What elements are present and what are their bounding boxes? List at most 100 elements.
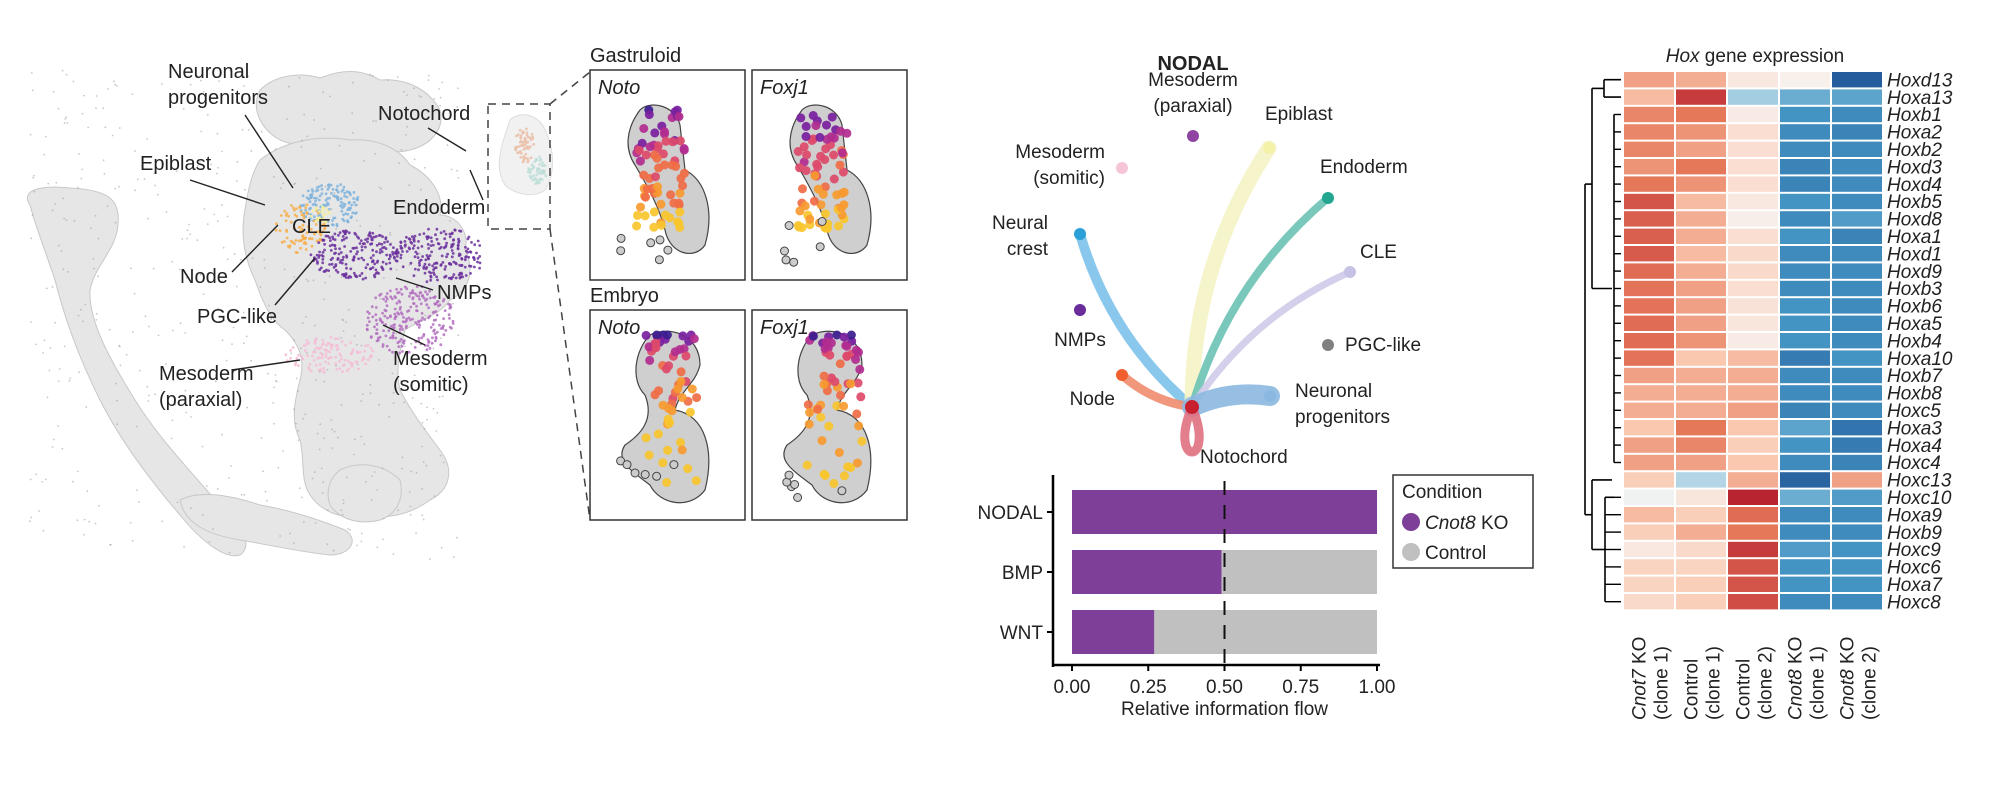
heatmap-cell-Hoxd13-col2 — [1728, 72, 1778, 88]
neuronal-cluster-dot — [331, 188, 335, 191]
umap-cell-dot — [300, 347, 302, 349]
heatmap-cell-Hoxa10-col2 — [1728, 350, 1778, 366]
mesoderm-somitic-cluster-dot — [402, 316, 405, 319]
mesoderm-somitic-cluster-dot — [431, 336, 434, 340]
expression-dot — [652, 330, 662, 340]
epiblast-node-cluster-dot — [298, 205, 301, 209]
umap-cell-dot — [208, 541, 211, 543]
cle-cluster-dot — [381, 246, 384, 250]
umap-cell-dot — [57, 425, 59, 427]
umap-cell-dot — [413, 374, 416, 377]
heatmap-cell-Hoxb7-col2 — [1728, 367, 1778, 384]
expression-dot — [660, 127, 669, 137]
heatmap-cell-Hoxa7-col1 — [1676, 576, 1726, 592]
low-expression-dot — [630, 468, 640, 478]
heatmap-cell-Hoxb9-col2 — [1728, 524, 1778, 540]
cle-cluster-dot — [377, 272, 380, 275]
nmps-cluster-dot — [441, 261, 445, 264]
heatmap-cell-Hoxa1-col3 — [1780, 228, 1830, 244]
expression-dot — [805, 408, 815, 417]
umap-cell-dot — [157, 334, 160, 337]
umap-cell-dot — [217, 307, 220, 310]
nmps-cluster-dot — [403, 240, 407, 243]
nmps-cluster-dot — [409, 261, 413, 265]
umap-cell-dot — [235, 285, 238, 288]
cle-cluster-dot — [360, 245, 364, 249]
umap-cell-dot — [279, 535, 281, 537]
expression-dot — [842, 352, 852, 361]
mesoderm-somitic-cluster-dot — [383, 314, 387, 318]
leader-line-neuronal — [244, 114, 294, 189]
network-node-node — [1116, 369, 1128, 381]
cle-cluster-dot — [343, 232, 347, 236]
mesoderm-paraxial-cluster-dot — [326, 341, 330, 345]
umap-cell-dot — [45, 478, 47, 481]
mesoderm-somitic-cluster-dot — [412, 302, 415, 305]
umap-cell-dot — [116, 423, 119, 426]
mesoderm-somitic-cluster-dot — [405, 287, 409, 291]
mesoderm-somitic-cluster-dot — [411, 296, 415, 299]
mesoderm-somitic-cluster-dot — [434, 339, 437, 343]
umap-cell-dot — [360, 344, 363, 347]
neuronal-cluster-dot — [345, 190, 349, 194]
heatmap-cell-Hoxc4-col2 — [1728, 454, 1778, 471]
cle-cluster-dot — [319, 266, 323, 270]
umap-cell-dot — [172, 379, 175, 382]
cle-cluster-dot — [360, 256, 364, 260]
cle-cluster-dot — [338, 247, 341, 251]
umap-cell-dot — [397, 509, 400, 512]
nmps-cluster-dot — [444, 244, 448, 248]
umap-cell-dot — [318, 448, 321, 451]
mesoderm-somitic-cluster-dot — [437, 304, 440, 308]
umap-cell-dot — [315, 177, 318, 180]
mesoderm-paraxial-cluster-dot — [300, 355, 303, 358]
epiblast-node-cluster-dot — [285, 212, 289, 215]
epiblast-node-cluster-dot — [285, 228, 288, 232]
leader-line-meso_som — [382, 324, 426, 346]
umap-cell-dot — [372, 120, 375, 122]
nmps-cluster-dot — [417, 268, 420, 272]
mesoderm-somitic-cluster-dot — [447, 313, 451, 317]
umap-cell-dot — [279, 187, 282, 190]
umap-cell-dot — [432, 347, 435, 350]
mesoderm-somitic-cluster-dot — [374, 313, 378, 316]
expression-dot — [853, 458, 862, 468]
row-label-Hoxd3: Hoxd3 — [1887, 157, 1942, 178]
mesoderm-somitic-cluster-dot — [394, 315, 397, 319]
nmps-cluster-dot — [463, 265, 467, 269]
umap-cell-dot — [58, 368, 61, 370]
mesoderm-paraxial-cluster-dot — [289, 356, 292, 360]
row-label-Hoxb8: Hoxb8 — [1887, 384, 1942, 405]
neuronal-cluster-dot — [332, 216, 336, 220]
expression-dot — [679, 144, 689, 153]
umap-cell-dot — [326, 543, 329, 546]
cle-cluster-dot — [369, 234, 372, 238]
heatmap-cell-Hoxd3-col4 — [1832, 159, 1882, 175]
umap-label-neuronal: Neuronal — [168, 61, 249, 83]
nmps-cluster-dot — [424, 258, 428, 262]
umap-cell-dot — [83, 518, 86, 521]
nmps-cluster-dot — [452, 238, 455, 242]
cle-cluster-dot — [345, 255, 349, 259]
umap-cell-dot — [277, 466, 280, 469]
umap-cell-dot — [272, 176, 275, 178]
umap-cell-dot — [388, 415, 391, 418]
mesoderm-somitic-cluster-dot — [368, 312, 371, 315]
nmps-cluster-dot — [478, 266, 481, 270]
umap-cell-dot — [216, 132, 219, 135]
row-label-Hoxb4: Hoxb4 — [1887, 331, 1942, 352]
expression-dot — [685, 407, 695, 417]
cle-cluster-dot — [345, 266, 348, 270]
heatmap-cell-Hoxc10-col3 — [1780, 489, 1830, 505]
umap-cell-dot — [427, 74, 430, 77]
cle-cluster-dot — [358, 242, 362, 245]
umap-cell-dot — [383, 277, 385, 280]
network-node-meso_par — [1187, 130, 1199, 142]
heatmap-cell-Hoxd4-col4 — [1832, 176, 1882, 192]
mesoderm-somitic-cluster-dot — [420, 336, 424, 340]
neuronal-cluster-dot — [312, 215, 316, 219]
umap-cell-dot — [182, 107, 185, 110]
mesoderm-paraxial-cluster-dot — [324, 352, 328, 355]
expression-dot — [853, 378, 863, 388]
network-label-nmps: NMPs — [1054, 330, 1106, 351]
